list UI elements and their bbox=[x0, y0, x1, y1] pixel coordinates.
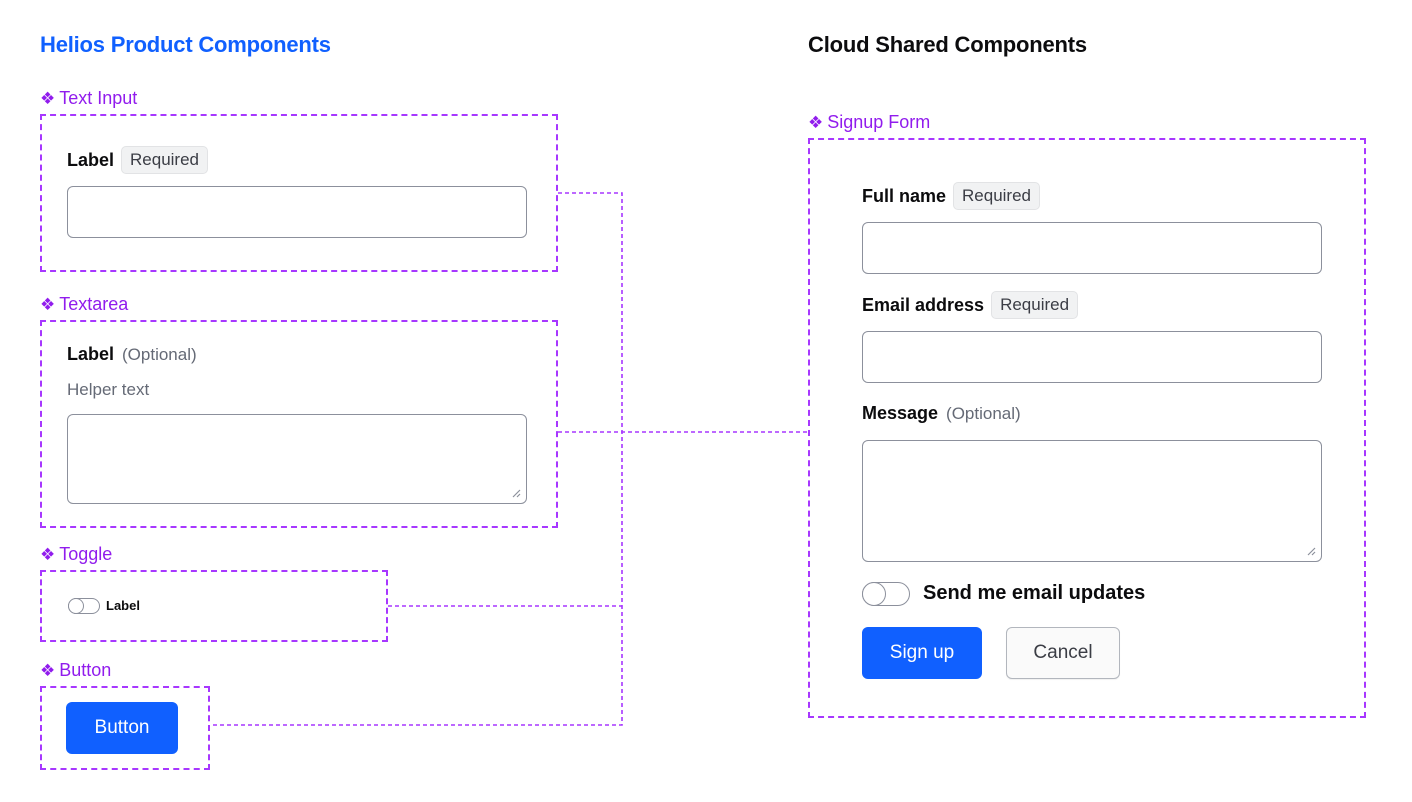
toggle-knob bbox=[68, 598, 84, 614]
text-input-label-row: Label Required bbox=[67, 146, 209, 174]
email-updates-label: Send me email updates bbox=[923, 582, 1146, 604]
message-textarea[interactable] bbox=[862, 440, 1322, 562]
component-diamond-icon: ❖ bbox=[40, 661, 56, 680]
signup-form-component-label: ❖ Signup Form bbox=[808, 112, 930, 133]
full-name-input[interactable] bbox=[862, 222, 1322, 274]
component-diamond-icon: ❖ bbox=[40, 89, 56, 108]
toggle-frame: Label bbox=[40, 570, 388, 642]
sign-up-button[interactable]: Sign up bbox=[862, 627, 982, 679]
toggle-component-label: ❖ Toggle bbox=[40, 544, 112, 565]
toggle-label: Label bbox=[106, 598, 140, 613]
connector-text-input bbox=[210, 192, 623, 726]
component-diamond-icon: ❖ bbox=[40, 295, 56, 314]
resize-handle-icon[interactable] bbox=[1306, 546, 1316, 556]
message-label-row: Message (Optional) bbox=[862, 403, 1021, 424]
textarea-component-name: Textarea bbox=[59, 294, 129, 314]
component-diamond-icon: ❖ bbox=[808, 113, 824, 132]
text-input-label: Label bbox=[67, 149, 115, 170]
text-input-component-label: ❖ Text Input bbox=[40, 88, 137, 109]
full-name-label-row: Full name Required bbox=[862, 182, 1041, 210]
email-label-row: Email address Required bbox=[862, 291, 1079, 319]
button-frame: Button bbox=[40, 686, 210, 770]
required-badge: Required bbox=[991, 291, 1079, 319]
text-input-frame: Label Required bbox=[40, 114, 558, 272]
signup-form-frame: Full name Required Email address Require… bbox=[808, 138, 1366, 718]
textarea-component-label: ❖ Textarea bbox=[40, 294, 128, 315]
toggle-switch[interactable] bbox=[68, 598, 100, 614]
sample-button[interactable]: Button bbox=[66, 702, 178, 754]
required-badge: Required bbox=[121, 146, 209, 174]
text-input-component-name: Text Input bbox=[59, 88, 138, 108]
textarea-frame: Label (Optional) Helper text bbox=[40, 320, 558, 528]
textarea-label: Label bbox=[67, 344, 115, 364]
textarea-label-row: Label (Optional) bbox=[67, 344, 197, 365]
component-diamond-icon: ❖ bbox=[40, 545, 56, 564]
message-label: Message bbox=[862, 403, 939, 423]
email-label: Email address bbox=[862, 294, 985, 315]
textarea-field[interactable] bbox=[67, 414, 527, 504]
signup-form-component-name: Signup Form bbox=[827, 112, 931, 132]
helper-text: Helper text bbox=[67, 380, 150, 399]
text-input-field[interactable] bbox=[67, 186, 527, 238]
cloud-title: Cloud Shared Components bbox=[808, 32, 1087, 57]
full-name-label: Full name bbox=[862, 185, 947, 206]
toggle-component-name: Toggle bbox=[59, 544, 113, 564]
required-badge: Required bbox=[953, 182, 1041, 210]
toggle-knob bbox=[861, 581, 886, 606]
optional-text: (Optional) bbox=[946, 404, 1021, 423]
cancel-button[interactable]: Cancel bbox=[1006, 627, 1120, 679]
optional-text: (Optional) bbox=[122, 345, 197, 364]
email-updates-toggle[interactable] bbox=[861, 581, 910, 606]
email-input[interactable] bbox=[862, 331, 1322, 383]
helios-title: Helios Product Components bbox=[40, 32, 331, 57]
button-component-label: ❖ Button bbox=[40, 660, 111, 681]
button-component-name: Button bbox=[59, 660, 112, 680]
resize-handle-icon[interactable] bbox=[511, 488, 521, 498]
